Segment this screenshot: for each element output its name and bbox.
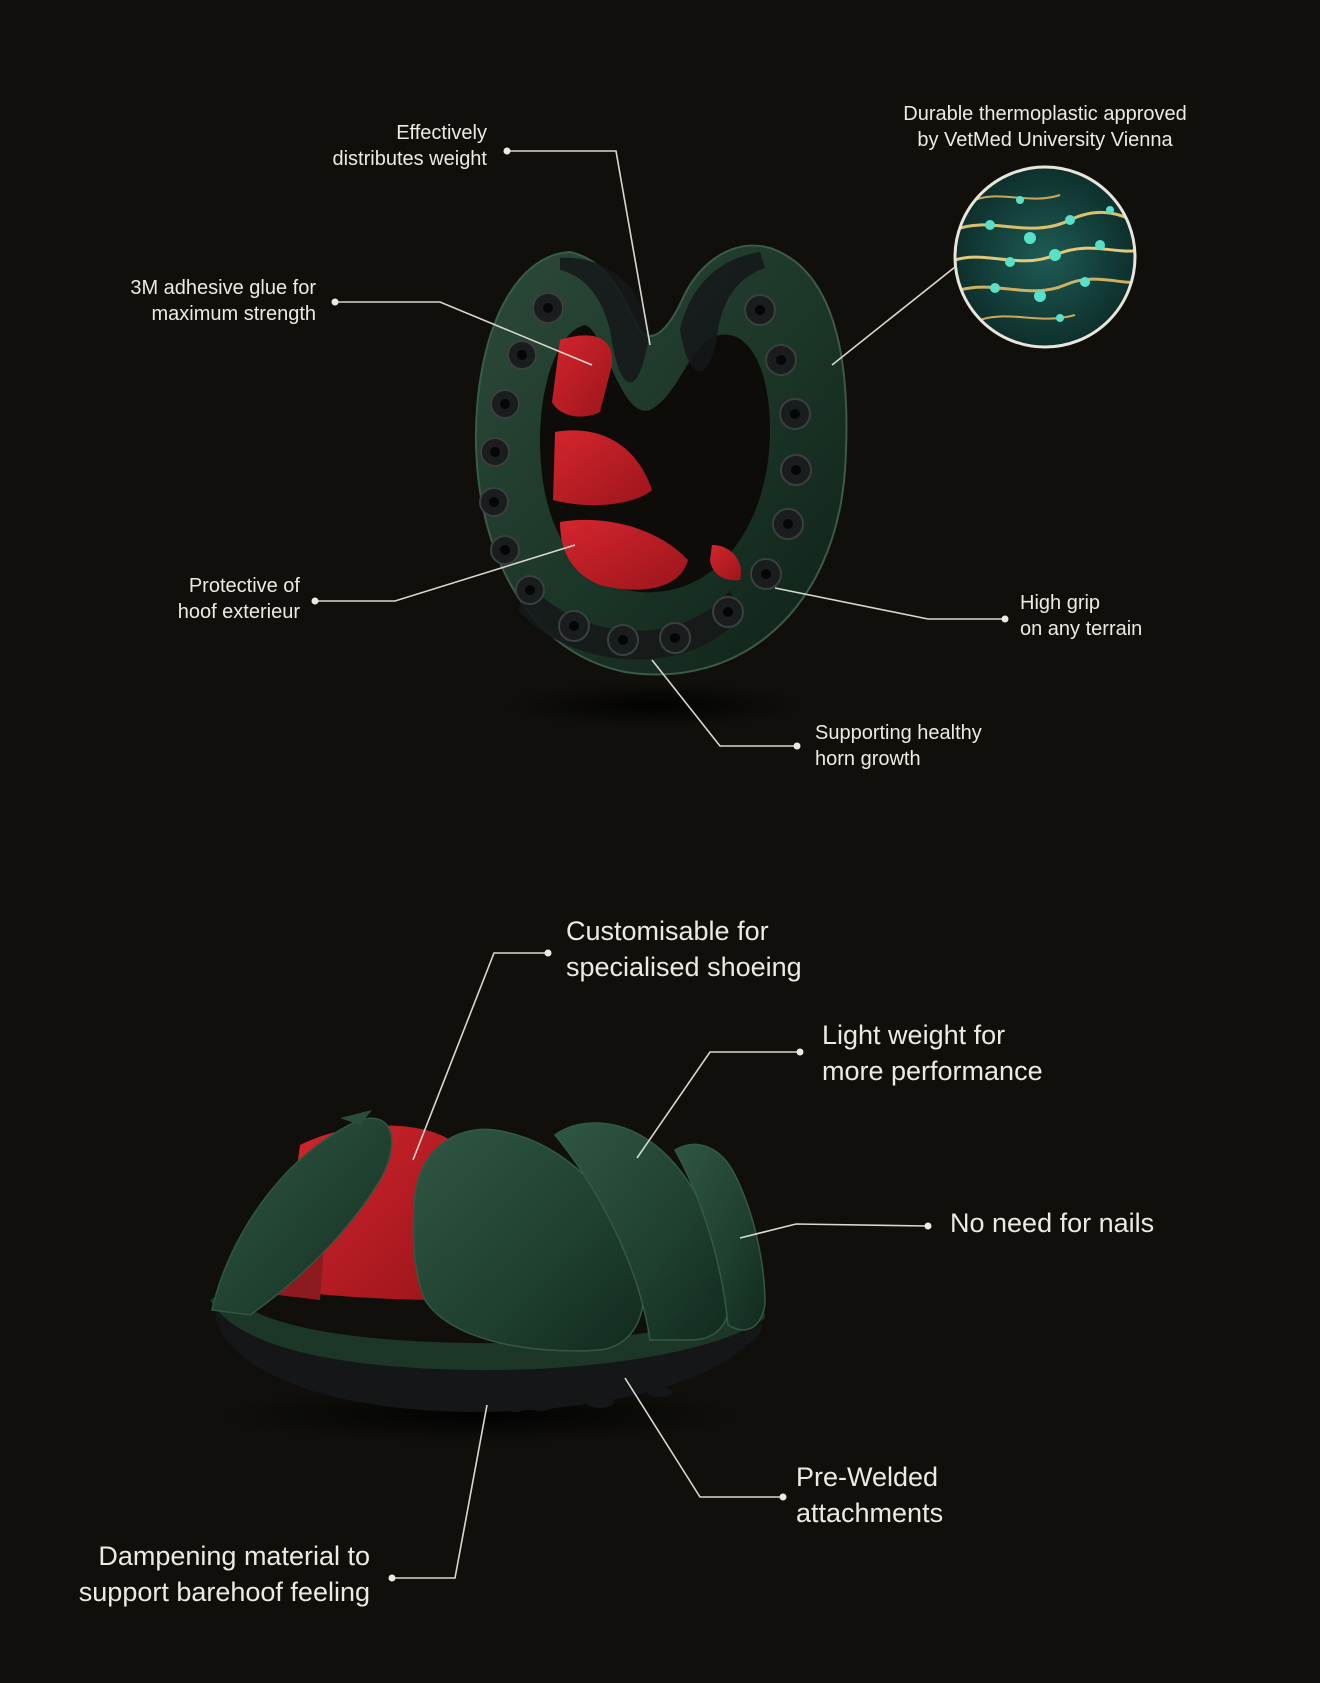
label-line: No need for nails xyxy=(950,1208,1155,1238)
label-light-weight: Light weight for more performance xyxy=(822,1018,1043,1089)
horseshoe-side-view-icon xyxy=(210,1110,766,1443)
label-line: hoof exterieur xyxy=(177,601,300,623)
label-line: Durable thermoplastic approved xyxy=(903,103,1187,125)
label-pre-welded: Pre-Welded attachments xyxy=(796,1460,943,1531)
leader-dots-top xyxy=(311,147,1009,750)
leader-dots-bottom xyxy=(388,949,932,1582)
thermoplastic-microstructure-icon xyxy=(953,165,1137,349)
label-line: attachments xyxy=(796,1497,944,1528)
label-no-nails: No need for nails xyxy=(950,1206,1154,1242)
label-line: Pre-Welded xyxy=(796,1462,939,1492)
label-line: on any terrain xyxy=(1020,618,1143,640)
label-protective: Protective of hoof exterieur xyxy=(178,573,300,625)
label-thermoplastic: Durable thermoplastic approved by VetMed… xyxy=(885,101,1205,153)
leader-lines-top xyxy=(315,150,1005,747)
label-line: Supporting healthy xyxy=(815,722,982,744)
label-adhesive-glue: 3M adhesive glue for maximum strength xyxy=(130,275,316,327)
label-line: 3M adhesive glue for xyxy=(130,277,316,299)
label-line: Protective of xyxy=(188,575,300,597)
label-line: High grip xyxy=(1020,592,1101,614)
label-high-grip: High grip on any terrain xyxy=(1020,590,1142,642)
label-distributes-weight: Effectively distributes weight xyxy=(332,120,487,172)
label-line: Light weight for xyxy=(822,1020,1006,1050)
label-customisable: Customisable for specialised shoeing xyxy=(566,914,802,985)
label-line: by VetMed University Vienna xyxy=(917,129,1173,151)
label-line: maximum strength xyxy=(151,303,317,325)
label-line: specialised shoeing xyxy=(566,951,802,982)
label-line: distributes weight xyxy=(332,148,487,170)
label-line: horn growth xyxy=(815,748,921,770)
leader-lines-bottom xyxy=(392,952,929,1579)
label-line: Dampening material to xyxy=(98,1541,370,1571)
label-dampening: Dampening material to support barehoof f… xyxy=(79,1539,370,1610)
label-line: more performance xyxy=(822,1055,1043,1086)
label-line: Customisable for xyxy=(566,916,769,946)
horseshoe-top-view-icon xyxy=(474,244,848,727)
label-line: Effectively xyxy=(396,122,487,144)
label-horn-growth: Supporting healthy horn growth xyxy=(815,720,982,772)
label-line: support barehoof feeling xyxy=(78,1576,370,1607)
